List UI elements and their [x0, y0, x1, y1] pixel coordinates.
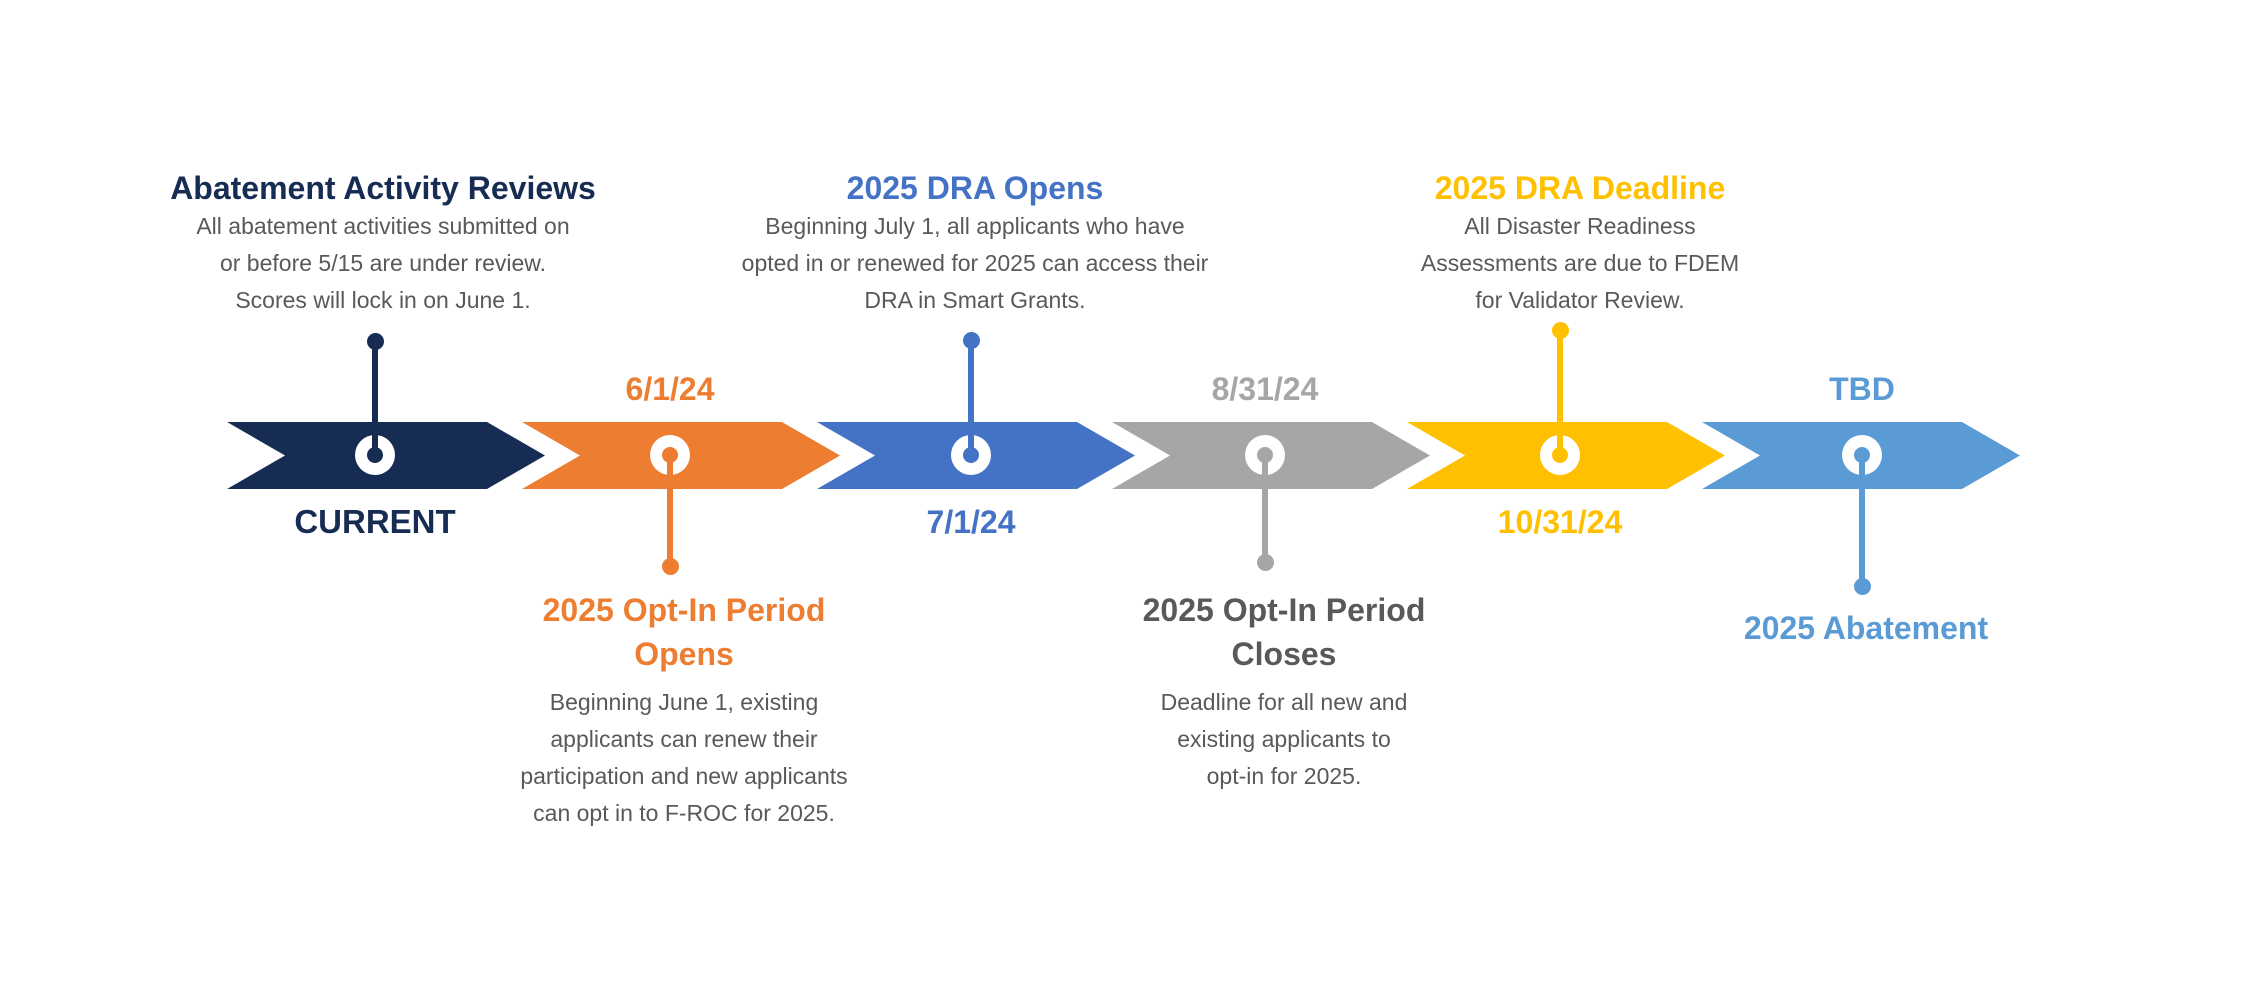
connector-line-current — [372, 341, 378, 455]
marker-dot-dra-opens — [963, 447, 979, 463]
connector-line-dra-opens — [968, 340, 974, 455]
connector-line-opt-in-closes — [1262, 455, 1268, 562]
marker-dot-opt-in-opens — [662, 447, 678, 463]
date-label-abatement-2025: TBD — [1829, 371, 1895, 407]
callout-body-opt-in-closes: Deadline for all new and existing applic… — [1160, 689, 1408, 789]
connector-line-inner-current — [372, 435, 378, 455]
connector-line-dra-deadline — [1557, 330, 1563, 455]
connector-cap-dra-opens — [962, 331, 980, 349]
callout-body-opt-in-opens: Beginning June 1, existing applicants ca… — [520, 689, 848, 826]
callout-body-dra-opens: Beginning July 1, all applicants who hav… — [741, 213, 1209, 313]
connector-cap-dra-deadline — [1551, 321, 1569, 339]
callout-body-dra-deadline: All Disaster Readiness Assessments are d… — [1420, 213, 1740, 313]
connector-line-inner-dra-deadline — [1557, 435, 1563, 455]
connector-line-abatement-2025 — [1859, 455, 1865, 586]
date-label-opt-in-opens: 6/1/24 — [625, 371, 715, 407]
marker-dot-abatement-2025 — [1854, 447, 1870, 463]
marker-dot-current — [367, 447, 383, 463]
marker-dot-opt-in-closes — [1257, 447, 1273, 463]
connector-line-inner-opt-in-closes — [1262, 455, 1268, 475]
callout-title-dra-opens: 2025 DRA Opens — [846, 170, 1104, 206]
callout-title-abatement-2025: 2025 Abatement — [1743, 610, 1989, 646]
callout-title-opt-in-closes: 2025 Opt-In Period Closes — [1142, 592, 1426, 672]
connector-line-inner-abatement-2025 — [1859, 455, 1865, 475]
connector-cap-opt-in-opens — [661, 557, 679, 575]
callout-title-current: Abatement Activity Reviews — [170, 170, 596, 206]
callout-title-dra-deadline: 2025 DRA Deadline — [1434, 170, 1726, 206]
date-label-opt-in-closes: 8/31/24 — [1211, 371, 1319, 407]
date-label-current: CURRENT — [294, 503, 456, 540]
callout-body-current: All abatement activities submitted on or… — [196, 213, 570, 313]
connector-line-inner-opt-in-opens — [667, 455, 673, 475]
connector-cap-abatement-2025 — [1853, 577, 1871, 595]
connector-line-opt-in-opens — [667, 455, 673, 566]
connector-cap-opt-in-closes — [1256, 553, 1274, 571]
callout-title-opt-in-opens: 2025 Opt-In Period Opens — [542, 592, 826, 672]
marker-dot-dra-deadline — [1552, 447, 1568, 463]
connector-cap-current — [366, 332, 384, 350]
date-label-dra-opens: 7/1/24 — [926, 504, 1016, 540]
date-label-dra-deadline: 10/31/24 — [1497, 504, 1623, 540]
connector-line-inner-dra-opens — [968, 435, 974, 455]
